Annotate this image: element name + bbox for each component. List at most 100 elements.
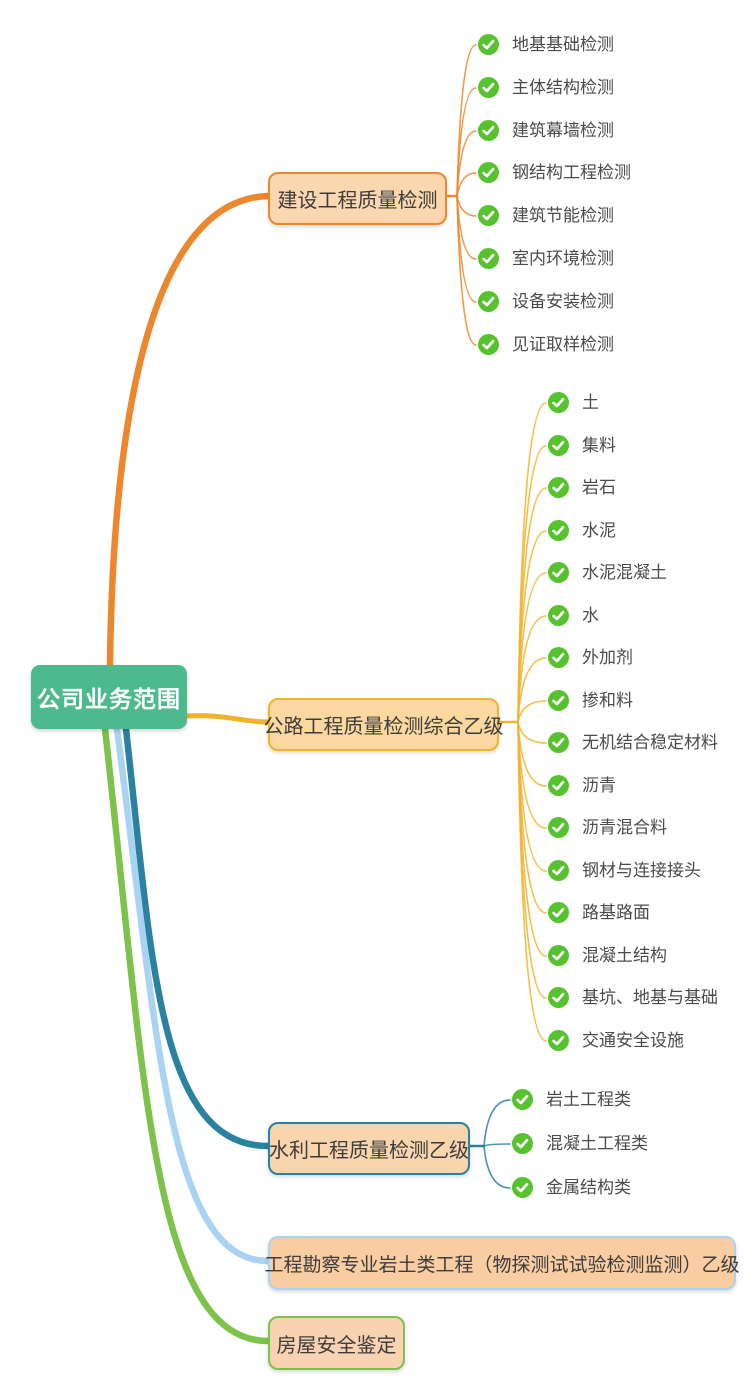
fan-connector-0-1 [456, 87, 477, 197]
leaf-label: 沥青 [582, 776, 616, 795]
leaf-label: 外加剂 [582, 648, 633, 667]
fan-connector-1-7 [517, 700, 547, 723]
check-icon [548, 690, 569, 711]
leaf-label: 土 [582, 393, 599, 412]
leaf-item[interactable]: 外加剂 [548, 647, 633, 668]
check-icon [548, 477, 569, 498]
check-icon [478, 334, 499, 355]
leaf-label: 室内环境检测 [512, 249, 614, 268]
branch-node-0[interactable]: 建设工程质量检测 [268, 172, 447, 225]
leaf-item[interactable]: 混凝土结构 [548, 945, 667, 966]
leaf-item[interactable]: 路基路面 [548, 902, 650, 923]
check-icon [478, 34, 499, 55]
edge-branch-3 [113, 725, 272, 1265]
fan-connector-2-0 [483, 1099, 511, 1147]
leaf-label: 混凝土工程类 [546, 1134, 648, 1153]
check-icon [548, 987, 569, 1008]
check-icon [548, 392, 569, 413]
leaf-item[interactable]: 钢结构工程检测 [478, 162, 631, 183]
branch-node-label: 工程勘察专业岩土类工程（物探测试试验检测监测）乙级 [264, 1254, 740, 1276]
check-icon [478, 162, 499, 183]
check-icon [548, 817, 569, 838]
leaf-label: 岩石 [582, 478, 616, 497]
check-icon [548, 860, 569, 881]
leaf-item[interactable]: 建筑幕墙检测 [478, 120, 614, 141]
fan-connector-0-7 [456, 195, 477, 346]
leaf-item[interactable]: 室内环境检测 [478, 248, 614, 269]
leaf-label: 钢结构工程检测 [512, 163, 631, 182]
fan-connector-0-4 [456, 195, 477, 217]
branch-node-label: 建设工程质量检测 [277, 190, 438, 212]
branch-node-4[interactable]: 房屋安全鉴定 [268, 1316, 405, 1370]
leaf-item[interactable]: 沥青混合料 [548, 817, 667, 838]
branch-node-label: 公路工程质量检测综合乙级 [263, 716, 504, 738]
leaf-item[interactable]: 水 [548, 605, 599, 626]
leaf-item[interactable]: 混凝土工程类 [512, 1133, 648, 1154]
leaf-label: 见证取样检测 [512, 335, 614, 354]
leaf-item[interactable]: 集料 [548, 435, 616, 456]
leaf-item[interactable]: 土 [548, 392, 599, 413]
check-icon [512, 1133, 533, 1154]
leaf-item[interactable]: 沥青 [548, 775, 616, 796]
leaf-item[interactable]: 建筑节能检测 [478, 205, 614, 226]
fan-connector-1-8 [517, 721, 547, 744]
leaf-item[interactable]: 主体结构检测 [478, 77, 614, 98]
leaf-item[interactable]: 水泥 [548, 520, 616, 541]
check-icon [548, 1030, 569, 1051]
leaf-item[interactable]: 岩土工程类 [512, 1089, 631, 1110]
branch-node-label: 房屋安全鉴定 [276, 1334, 397, 1357]
leaf-label: 水泥 [582, 521, 616, 540]
check-icon [512, 1177, 533, 1198]
fan-connector-1-5 [517, 615, 547, 723]
branch-node-3[interactable]: 工程勘察专业岩土类工程（物探测试试验检测监测）乙级 [265, 1236, 740, 1290]
leaf-label: 主体结构检测 [512, 78, 614, 97]
root-node[interactable]: 公司业务范围 [31, 665, 187, 729]
leaf-item[interactable]: 岩石 [548, 477, 616, 498]
check-icon [548, 435, 569, 456]
leaf-item[interactable]: 地基基础检测 [478, 34, 614, 55]
leaf-item[interactable]: 金属结构类 [512, 1177, 631, 1198]
leaf-label: 钢材与连接接头 [582, 861, 701, 880]
leaf-label: 掺和料 [582, 691, 633, 710]
leaf-label: 设备安装检测 [512, 292, 614, 311]
leaf-label: 地基基础检测 [512, 35, 614, 54]
leaf-item[interactable]: 基坑、地基与基础 [548, 987, 718, 1008]
check-icon [548, 605, 569, 626]
leaf-label: 水泥混凝土 [582, 563, 667, 582]
leaf-label: 建筑节能检测 [512, 206, 614, 225]
leaf-item[interactable]: 设备安装检测 [478, 291, 614, 312]
root-label: 公司业务范围 [37, 686, 181, 712]
leaf-label: 无机结合稳定材料 [582, 733, 718, 752]
edge-branch-4 [101, 725, 272, 1345]
branch-node-label: 水利工程质量检测乙级 [269, 1140, 469, 1162]
check-icon [478, 248, 499, 269]
leaf-label: 混凝土结构 [582, 946, 667, 965]
branch-node-1[interactable]: 公路工程质量检测综合乙级 [264, 698, 504, 751]
check-icon [548, 562, 569, 583]
check-icon [478, 291, 499, 312]
leaf-item[interactable]: 交通安全设施 [548, 1030, 684, 1051]
leaf-label: 水 [582, 606, 599, 625]
fan-connector-1-0 [517, 402, 547, 723]
check-icon [548, 520, 569, 541]
check-icon [548, 775, 569, 796]
leaf-label: 交通安全设施 [582, 1031, 684, 1050]
leaf-item[interactable]: 见证取样检测 [478, 334, 614, 355]
check-icon [512, 1089, 533, 1110]
leaf-item[interactable]: 无机结合稳定材料 [548, 732, 718, 753]
leaf-item[interactable]: 掺和料 [548, 690, 633, 711]
check-icon [478, 77, 499, 98]
check-icon [548, 945, 569, 966]
edge-branch-0 [106, 192, 272, 669]
fan-connector-2-1 [483, 1143, 511, 1147]
branch-node-2[interactable]: 水利工程质量检测乙级 [268, 1122, 470, 1175]
leaf-label: 路基路面 [582, 903, 650, 922]
leaf-item[interactable]: 钢材与连接接头 [548, 860, 701, 881]
leaf-label: 建筑幕墙检测 [512, 121, 614, 140]
leaf-item[interactable]: 水泥混凝土 [548, 562, 667, 583]
leaf-label: 基坑、地基与基础 [582, 988, 718, 1007]
fan-connector-1-1 [517, 445, 547, 723]
fan-connector-2-2 [483, 1145, 511, 1189]
